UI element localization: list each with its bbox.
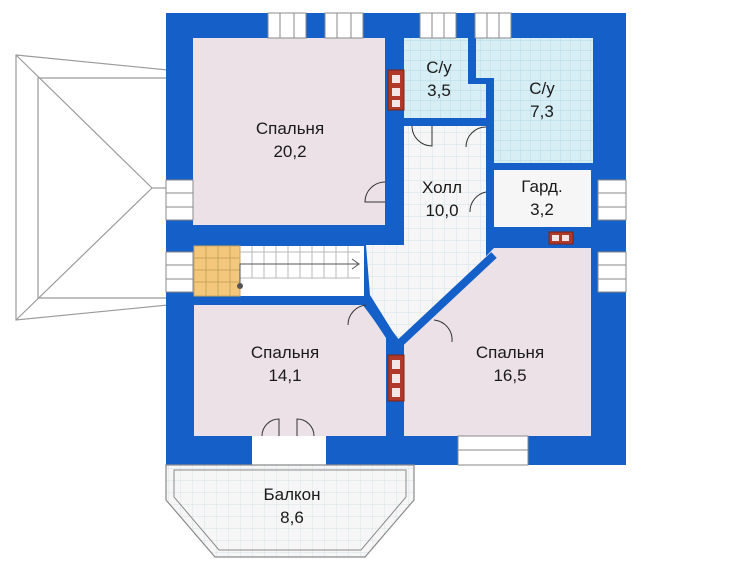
stair-arrow [237,258,360,289]
diagonal-wall-right [397,252,497,346]
balcony-name: Балкон [263,485,320,504]
wardrobe-name: Гард. [521,177,562,196]
bath-2-floor [476,38,593,163]
balcony-door [252,436,326,465]
bedroom-2-floor [194,305,386,436]
window-mullions [166,13,626,451]
stair-steps [193,245,241,297]
bath-2-name: С/у [529,79,555,98]
bedroom-1-name: Спальня [256,119,324,138]
hall-area: 10,0 [425,201,458,220]
bedroom-2-name: Спальня [251,343,319,362]
bath-2-area: 7,3 [530,102,554,121]
bedroom-3-name: Спальня [476,343,544,362]
door-swings [261,125,487,437]
bedroom-1-floor [193,38,385,225]
wardrobe-area: 3,2 [530,200,554,219]
hall-name: Холл [422,178,462,197]
bath-1-name: С/у [426,58,452,77]
bath-1-floor [404,38,486,118]
bedroom-3-area: 16,5 [493,366,526,385]
diagonal-wall-left [360,297,402,348]
bedroom-2-area: 14,1 [268,366,301,385]
vent-holes [392,75,569,397]
lower-roof [15,54,169,321]
wardrobe-floor [494,170,591,227]
bedroom-1-area: 20,2 [273,142,306,161]
balcony-railing [173,469,407,551]
bath-1-area: 3,5 [427,81,451,100]
balcony-area: 8,6 [280,508,304,527]
balcony-floor [165,464,415,558]
